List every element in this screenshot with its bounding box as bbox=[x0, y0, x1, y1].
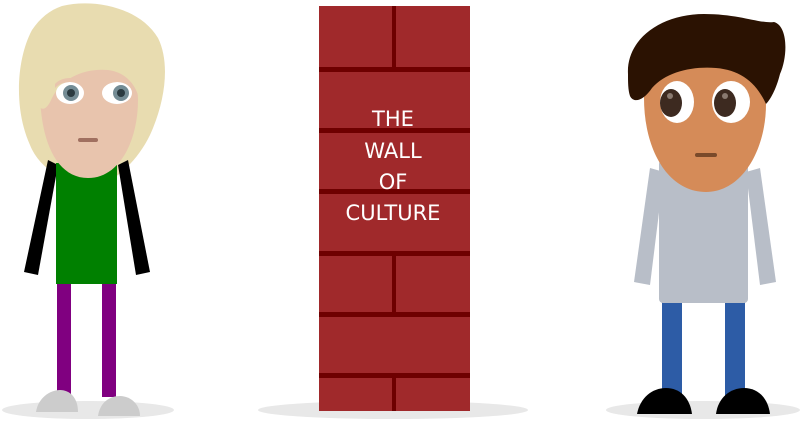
left-character bbox=[18, 3, 165, 416]
right-character-left-eye bbox=[660, 81, 694, 123]
right-character-shirt bbox=[659, 160, 748, 303]
wall-bricks bbox=[319, 6, 470, 411]
right-character-right-arm bbox=[746, 168, 776, 285]
left-character-right-shoe bbox=[98, 396, 140, 416]
left-character-right-eye bbox=[102, 78, 132, 104]
left-character-right-arm bbox=[118, 160, 150, 275]
left-character-right-leg bbox=[102, 281, 116, 397]
right-character-left-arm bbox=[634, 168, 664, 285]
left-character-left-shoe bbox=[36, 390, 78, 412]
wall: THE WALL OF CULTURE bbox=[319, 6, 470, 411]
left-character-shadow bbox=[2, 401, 174, 419]
right-character-left-shoe bbox=[637, 388, 692, 414]
wall-text-line-4: CULTURE bbox=[346, 201, 441, 225]
right-character-right-eye bbox=[712, 81, 750, 123]
wall-mortar bbox=[319, 6, 470, 411]
right-character-shadow bbox=[606, 401, 800, 419]
left-character-left-eye bbox=[55, 78, 84, 104]
left-character-shirt bbox=[56, 163, 117, 284]
right-character-left-leg bbox=[662, 300, 682, 396]
wall-text-line-2: WALL bbox=[364, 139, 422, 163]
right-character-right-leg bbox=[725, 300, 745, 396]
right-character-hair bbox=[627, 14, 786, 104]
right-character-mouth bbox=[695, 153, 717, 157]
right-character-right-shoe bbox=[716, 388, 770, 414]
left-character-mouth bbox=[78, 138, 98, 142]
left-character-left-leg bbox=[57, 281, 71, 397]
right-character bbox=[627, 14, 786, 414]
wall-text-line-1: THE bbox=[371, 107, 414, 131]
wall-text-line-3: OF bbox=[379, 170, 408, 194]
left-character-hair-front bbox=[35, 13, 158, 109]
left-character-left-arm bbox=[24, 160, 58, 275]
